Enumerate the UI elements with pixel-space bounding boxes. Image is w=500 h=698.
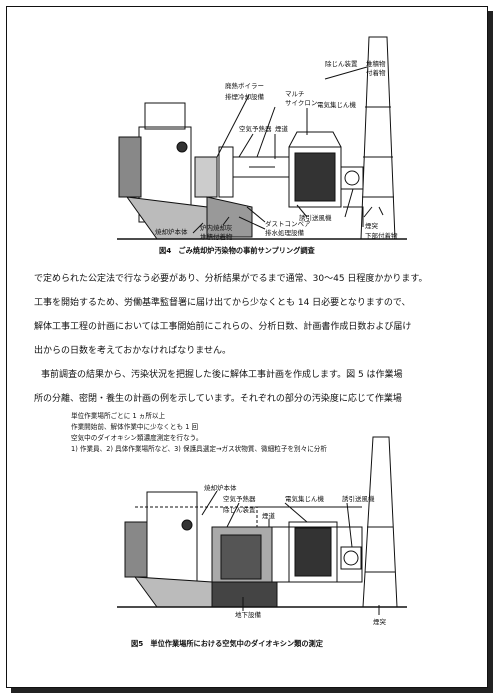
precipitator-shape-5 bbox=[288, 521, 338, 583]
chimney-shape-5 bbox=[362, 436, 398, 608]
figure-5-caption: 図5 単位作業場所における空気中のダイオキシン類の測定 bbox=[131, 639, 323, 648]
figure-5-note-1: 単位作業場所ごとに 1 ヵ所以上 bbox=[71, 412, 166, 420]
label-adhered: 付着物 bbox=[366, 69, 386, 77]
label-furnace-inner: 炉内焼却灰 bbox=[200, 224, 233, 232]
figure-5-note-3: 空気中のダイオキシン類濃度測定を行なう。 bbox=[71, 434, 203, 442]
fig5-label-air-preheater: 空気予熱器 bbox=[223, 495, 256, 503]
label-dust-collector: 除じん装置 bbox=[325, 60, 358, 68]
document-page: 除じん装置 堆積物 付着物 廃熱ボイラー 排煙冷却設備 マルチ サイクロン 電気… bbox=[6, 6, 488, 688]
label-waste-heat-boiler: 廃熱ボイラー bbox=[225, 82, 264, 90]
body-line-3: 解体工事工程の計画においては工事開始前にこれらの、分析日数、計画書作成日数および… bbox=[34, 322, 412, 332]
fig5-label-furnace-body: 焼却炉本体 bbox=[204, 484, 237, 492]
label-deposit: 堆積物 bbox=[366, 60, 386, 68]
body-line-2: 工事を開始するため、労働基準監督署に届け出てから少なくとも 14 日必要となりま… bbox=[34, 298, 411, 308]
fig5-label-electrostatic-precipitator: 電気集じん機 bbox=[285, 495, 324, 503]
label-ash-deposit: 堆積付着物 bbox=[200, 233, 233, 241]
figure-5-note-4: 1) 作業員、2) 具体作業場所など、3) 保護具選定→ガス状物質、微細粒子を別… bbox=[71, 445, 327, 453]
label-cyclone: サイクロン bbox=[285, 99, 318, 107]
label-electrostatic-precipitator: 電気集じん機 bbox=[317, 101, 356, 109]
label-furnace-body: 焼却炉本体 bbox=[155, 228, 188, 236]
fig5-label-underground: 地下設備 bbox=[235, 611, 261, 619]
label-induced-fan: 誘引送風機 bbox=[299, 214, 332, 222]
body-line-6: 所の分離、密閉・養生の計画の例を示しています。それぞれの部分の汚染度に応じて作業… bbox=[34, 394, 402, 404]
fig5-label-induced-fan: 誘引送風機 bbox=[342, 495, 375, 503]
label-wastewater: 排水処理設備 bbox=[265, 229, 304, 237]
figure-5-note-2: 作業開始前、解体作業中に少なくとも 1 回 bbox=[71, 423, 199, 431]
label-bottom-deposit: 下部付着物 bbox=[365, 232, 398, 240]
label-flue-wash: 排煙冷却設備 bbox=[225, 93, 264, 101]
incinerator-body-shape-5 bbox=[146, 491, 198, 588]
fig5-label-dust-collector: 除じん装置 bbox=[223, 506, 256, 514]
body-line-5: 事前調査の結果から、汚染状況を把握した後に解体工事計画を作成します。図 5 は作… bbox=[41, 370, 403, 380]
figure-5-diagram bbox=[117, 436, 407, 615]
label-dust-conveyor: ダストコンベア bbox=[265, 220, 311, 228]
label-multi: マルチ bbox=[285, 90, 305, 98]
body-line-4: 出からの日数を考えておかなければなりません。 bbox=[34, 346, 232, 356]
figure-4-diagram bbox=[117, 36, 407, 240]
label-air-preheater: 空気予熱器 bbox=[239, 125, 272, 133]
figure-4-caption: 図4 ごみ焼却炉汚染物の事前サンプリング調査 bbox=[159, 246, 315, 255]
fig5-label-flue: 煙道 bbox=[262, 512, 275, 520]
fig5-label-chimney: 煙突 bbox=[373, 618, 386, 626]
label-chimney: 煙突 bbox=[365, 222, 378, 230]
body-line-1: で定められた公定法で行なう必要があり、分析結果がでるまで通常、30～45 日程度… bbox=[34, 274, 428, 284]
label-flue: 煙道 bbox=[275, 125, 288, 133]
